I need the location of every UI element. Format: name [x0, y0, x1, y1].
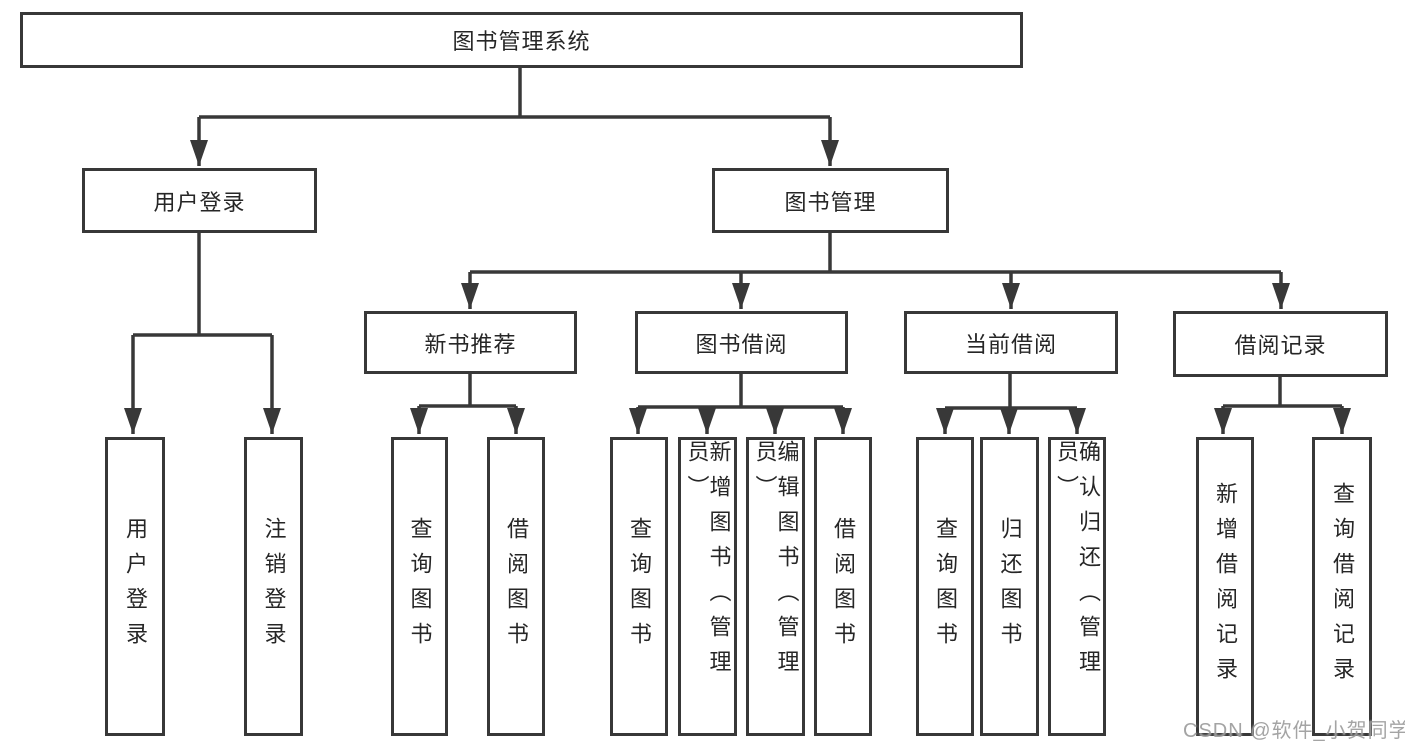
leaf-borrow-edit-admin: 编辑图书（管理员）	[746, 437, 805, 736]
leaf-records-query: 查询借阅记录	[1312, 437, 1372, 736]
leaf-logout: 注销登录	[244, 437, 303, 736]
edge-currentborrow-trunk	[945, 374, 1077, 410]
leaf-current-confirm-admin-label: 确认归还（管理员）	[1054, 440, 1101, 685]
leaf-borrow-edit-admin-label: 编辑图书（管理员）	[752, 440, 800, 685]
node-book-management-label: 图书管理	[784, 189, 877, 215]
leaf-borrow-query: 查询图书	[610, 437, 668, 736]
node-new-book-recommend-label: 新书推荐	[424, 331, 517, 357]
leaf-newbooks-borrow: 借阅图书	[487, 437, 545, 736]
edge-bookborrow-trunk	[638, 374, 843, 409]
leaf-user-login: 用户登录	[105, 437, 165, 736]
node-book-borrow-label: 图书借阅	[695, 331, 788, 357]
leaf-user-login-label: 用户登录	[123, 516, 148, 657]
leaf-logout-label: 注销登录	[261, 516, 287, 657]
node-root: 图书管理系统	[20, 12, 1023, 68]
node-user-login-label: 用户登录	[153, 189, 246, 215]
node-current-borrow: 当前借阅	[904, 311, 1118, 374]
leaf-current-query-label: 查询图书	[933, 516, 958, 657]
leaf-borrow-borrow: 借阅图书	[814, 437, 872, 736]
node-book-borrow: 图书借阅	[635, 311, 848, 374]
leaf-records-query-label: 查询借阅记录	[1330, 481, 1355, 692]
node-current-borrow-label: 当前借阅	[964, 331, 1057, 357]
leaf-current-confirm-admin: 确认归还（管理员）	[1048, 437, 1106, 736]
node-borrow-records-label: 借阅记录	[1234, 333, 1327, 358]
leaf-borrow-query-label: 查询图书	[627, 516, 652, 657]
node-user-login: 用户登录	[82, 168, 317, 233]
leaf-borrow-add-admin-label: 新增图书（管理员）	[684, 440, 732, 685]
leaf-records-add-label: 新增借阅记录	[1213, 481, 1238, 692]
leaf-borrow-add-admin: 新增图书（管理员）	[678, 437, 737, 736]
leaf-records-add: 新增借阅记录	[1196, 437, 1254, 736]
node-root-label: 图书管理系统	[452, 29, 591, 54]
leaf-current-return-label: 归还图书	[997, 516, 1023, 657]
leaf-current-query: 查询图书	[916, 437, 974, 736]
edge-bookmgmt-trunk	[470, 233, 1281, 274]
edge-records-trunk	[1223, 377, 1342, 408]
leaf-current-return: 归还图书	[980, 437, 1039, 736]
leaf-newbooks-borrow-label: 借阅图书	[504, 516, 529, 657]
edge-newbooks-trunk	[419, 374, 516, 408]
edge-root-trunk	[199, 67, 830, 119]
node-book-management: 图书管理	[712, 168, 949, 233]
edge-userlogin-trunk	[133, 233, 272, 337]
leaf-newbooks-query-label: 查询图书	[407, 516, 433, 657]
leaf-newbooks-query: 查询图书	[391, 437, 448, 736]
watermark: CSDN @软件_小贺同学	[1183, 720, 1405, 742]
node-borrow-records: 借阅记录	[1173, 311, 1388, 377]
node-new-book-recommend: 新书推荐	[364, 311, 577, 374]
leaf-borrow-borrow-label: 借阅图书	[831, 516, 856, 657]
